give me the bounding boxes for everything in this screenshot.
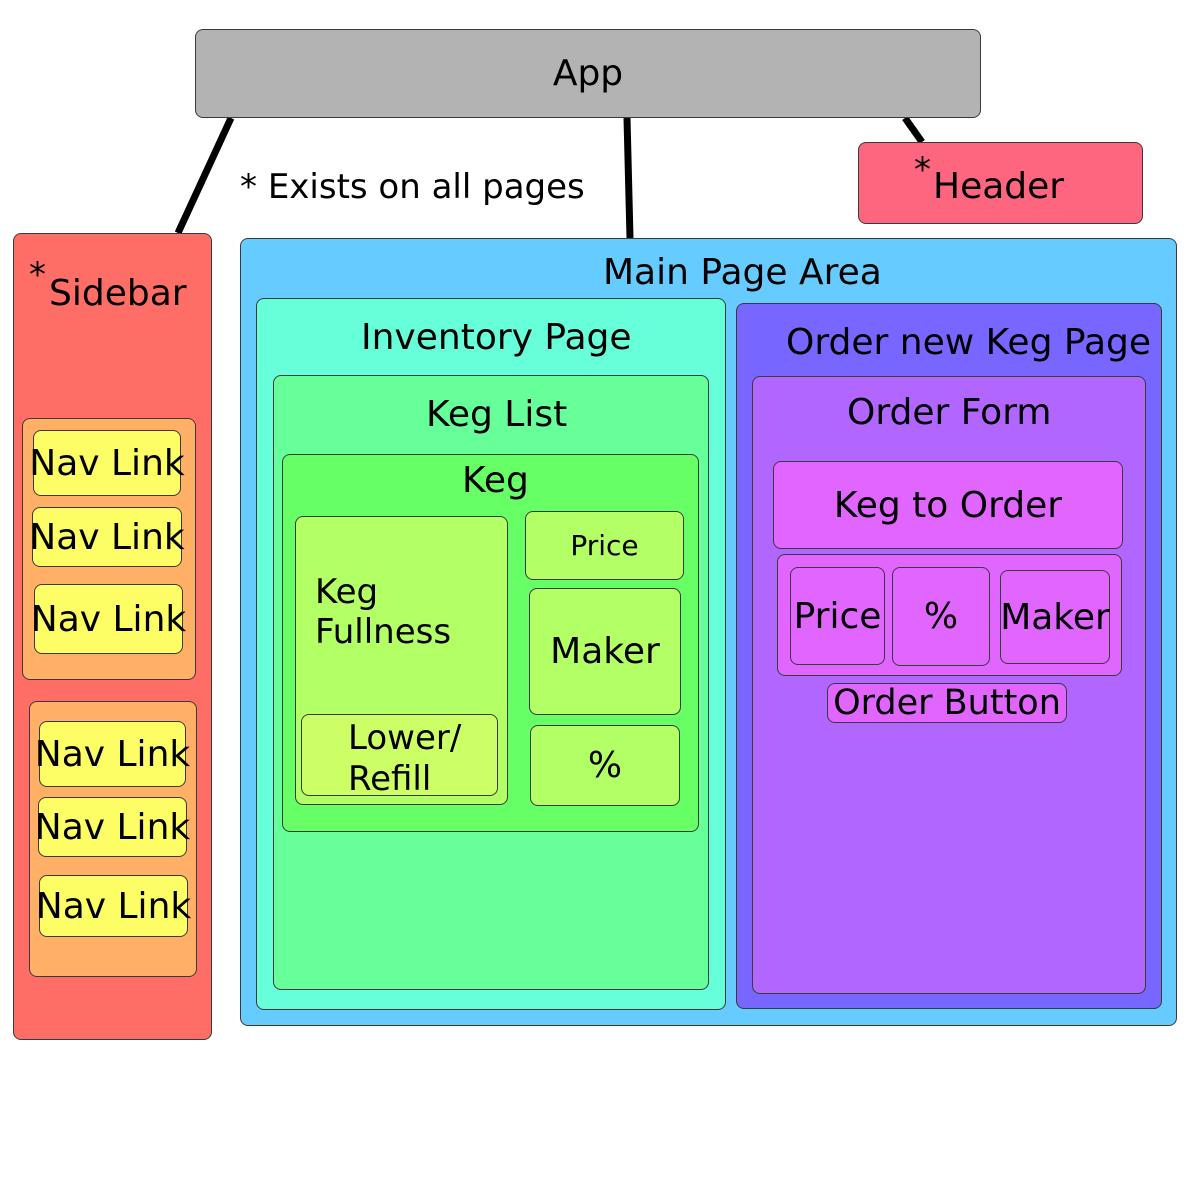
order-form-label: Order Form <box>847 392 1052 433</box>
keg-maker-label: Maker <box>550 631 660 672</box>
order-price-label: Price <box>793 595 882 637</box>
order-price-field[interactable]: Price <box>790 567 885 665</box>
header-label: Header <box>933 166 1065 207</box>
header-box: * Header <box>858 142 1143 224</box>
nav-link[interactable]: Nav Link <box>29 430 185 496</box>
keg-label: Keg <box>462 460 529 501</box>
keg-list-label: Keg List <box>426 394 568 435</box>
nav-link[interactable]: Nav Link <box>35 721 190 787</box>
keg-percent: % <box>530 725 680 806</box>
header-star: * <box>914 150 931 190</box>
order-maker-label: Maker <box>1000 596 1110 638</box>
lower-refill-line2: Refill <box>348 759 432 799</box>
inventory-page-label: Inventory Page <box>361 317 632 358</box>
nav-link[interactable]: Nav Link <box>35 797 190 857</box>
order-percent-label: % <box>923 596 959 637</box>
keg-fullness-line1: Keg <box>315 572 379 612</box>
app-to-main-line <box>623 117 634 239</box>
order-maker-field[interactable]: Maker <box>1000 570 1110 664</box>
lower-refill-button[interactable]: Lower/ Refill <box>301 714 498 796</box>
note-text: Exists on all pages <box>267 167 585 207</box>
sidebar-label: Sidebar <box>49 273 187 314</box>
keg-price-label: Price <box>570 529 639 562</box>
nav-link[interactable]: Nav Link <box>36 875 191 937</box>
order-new-keg-page-label: Order new Keg Page <box>786 322 1152 363</box>
note: * Exists on all pages <box>240 170 585 204</box>
sidebar-star: * <box>29 255 46 295</box>
nav-link[interactable]: Nav Link <box>29 507 185 567</box>
note-star: * <box>240 167 257 207</box>
app-label: App <box>552 53 624 94</box>
order-percent-field[interactable]: % <box>892 567 990 666</box>
app-to-header-line <box>902 115 925 145</box>
order-button[interactable]: Order Button <box>827 683 1067 723</box>
nav-link[interactable]: Nav Link <box>31 584 186 654</box>
main-page-area-label: Main Page Area <box>603 252 882 293</box>
keg-maker: Maker <box>529 588 681 715</box>
app-to-sidebar-line <box>174 116 235 235</box>
lower-refill-line1: Lower/ <box>348 718 462 758</box>
keg-fullness-line2: Fullness <box>315 612 452 652</box>
keg-price: Price <box>525 511 684 580</box>
order-button-label: Order Button <box>833 683 1061 723</box>
keg-percent-label: % <box>587 745 623 786</box>
keg-to-order[interactable]: Keg to Order <box>773 461 1123 549</box>
app-box: App <box>195 29 981 118</box>
keg-to-order-label: Keg to Order <box>833 484 1063 526</box>
